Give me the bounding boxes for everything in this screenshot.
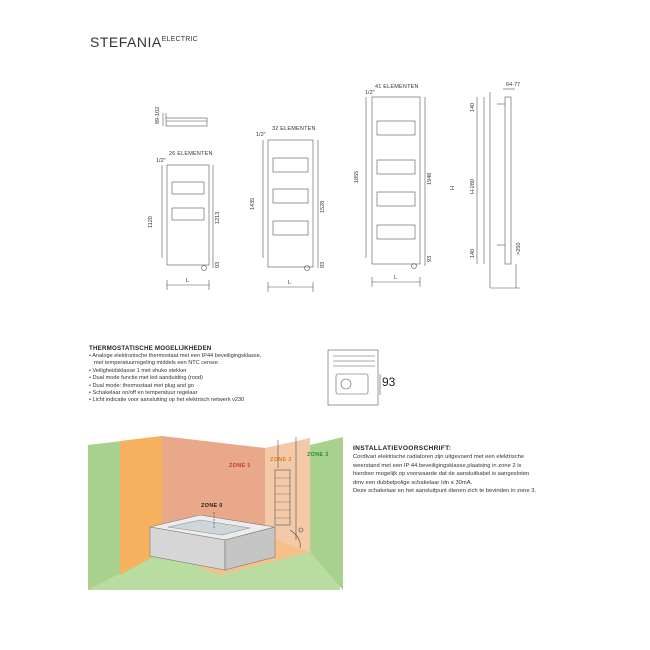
installation-line: weerstand met een IP 44 beveiligingsklas… bbox=[353, 462, 522, 469]
zone-1-label: ZONE 1 bbox=[229, 463, 251, 469]
radiator-1-offset: 93 bbox=[215, 261, 221, 268]
radiator-1-connection: 1/2" bbox=[156, 158, 166, 164]
side-view-top: 140 bbox=[470, 102, 476, 112]
radiator-3-total-height: 1948 bbox=[427, 172, 433, 185]
radiator-2-elements: 32 ELEMENTEN bbox=[272, 126, 316, 132]
bathroom-zones-illustration bbox=[88, 436, 343, 590]
zone-0-label: ZONE 0 bbox=[201, 503, 223, 509]
zone-2-label: ZONE 2 bbox=[270, 457, 292, 463]
radiator-3-width: L bbox=[394, 275, 398, 281]
radiator-26-drawing bbox=[161, 164, 214, 290]
thermostat-detail-dimension: 93 bbox=[382, 375, 396, 389]
thermostat-item: • Dual mode: thermostaat met plug and go bbox=[89, 382, 194, 389]
side-view-depth: 64-77 bbox=[506, 82, 521, 88]
installation-line: dmv een dubbelpolige schakelaar Idn ≤ 30… bbox=[353, 479, 473, 486]
thermostat-item: met temperatuurregeling middels een NTC … bbox=[94, 360, 220, 367]
installation-line: Deze schakelaar en het aansluitpunt dien… bbox=[353, 488, 537, 495]
radiator-41-drawing bbox=[365, 96, 426, 287]
radiator-3-offset: 93 bbox=[427, 255, 433, 262]
top-view-depth: 89-102 bbox=[155, 106, 161, 124]
radiator-2-offset: 93 bbox=[320, 261, 326, 268]
radiator-2-width: L bbox=[288, 280, 292, 286]
radiator-1-inner-height: 1120 bbox=[148, 216, 154, 228]
zone-3-label: ZONE 3 bbox=[307, 452, 329, 458]
thermostat-item: • Dual mode functie met led aanduiding (… bbox=[89, 375, 203, 382]
radiator-32-drawing bbox=[262, 139, 319, 292]
top-view-drawing bbox=[162, 113, 208, 127]
installation-title: INSTALLATIEVOORSCHRIFT: bbox=[353, 445, 452, 452]
radiator-2-connection: 1/2" bbox=[256, 132, 266, 138]
side-view-floor: >250 bbox=[516, 242, 522, 255]
thermostat-detail-drawing bbox=[327, 349, 381, 406]
model-name: STEFANIA bbox=[90, 34, 162, 50]
radiator-1-elements: 26 ELEMENTEN bbox=[169, 151, 213, 157]
thermostat-item: • Licht indicatie voor aansluiting op he… bbox=[89, 397, 245, 404]
side-view-drawing bbox=[476, 88, 520, 289]
radiator-3-connection: 1/2" bbox=[365, 90, 375, 96]
installation-body: Cordivari elektrische radiatoren zijn ui… bbox=[353, 453, 544, 496]
radiator-3-inner-height: 1855 bbox=[354, 170, 360, 183]
thermostat-title: THERMOSTATISCHE MOGELIJKHEDEN bbox=[89, 345, 212, 352]
installation-line: Cordivari elektrische radiatoren zijn ui… bbox=[353, 454, 525, 460]
product-title: STEFANIAELECTRIC bbox=[90, 34, 198, 50]
radiator-3-elements: 41 ELEMENTEN bbox=[375, 84, 419, 90]
radiator-1-width: L bbox=[186, 278, 190, 284]
installation-line: hierdoor mogelijk op voorwaarde dat de a… bbox=[353, 471, 530, 478]
side-view-height: H bbox=[450, 186, 456, 190]
side-view-bottom: 140 bbox=[470, 248, 476, 258]
radiator-2-total-height: 1528 bbox=[320, 200, 326, 213]
model-suffix: ELECTRIC bbox=[161, 36, 198, 43]
side-view-middle: H-280 bbox=[470, 179, 476, 194]
thermostat-item: • Analoge elektronische thermostaat met … bbox=[89, 353, 262, 359]
radiator-1-total-height: 1213 bbox=[215, 211, 221, 224]
thermostat-list: • Analoge elektronische thermostaat met … bbox=[89, 353, 314, 405]
thermostat-item: • Veiligheidsklasse 1 met shuko stekker bbox=[89, 367, 187, 374]
radiator-2-inner-height: 1435 bbox=[250, 197, 256, 210]
thermostat-item: • Schakelaar on/off en temperatuur regel… bbox=[89, 390, 198, 397]
